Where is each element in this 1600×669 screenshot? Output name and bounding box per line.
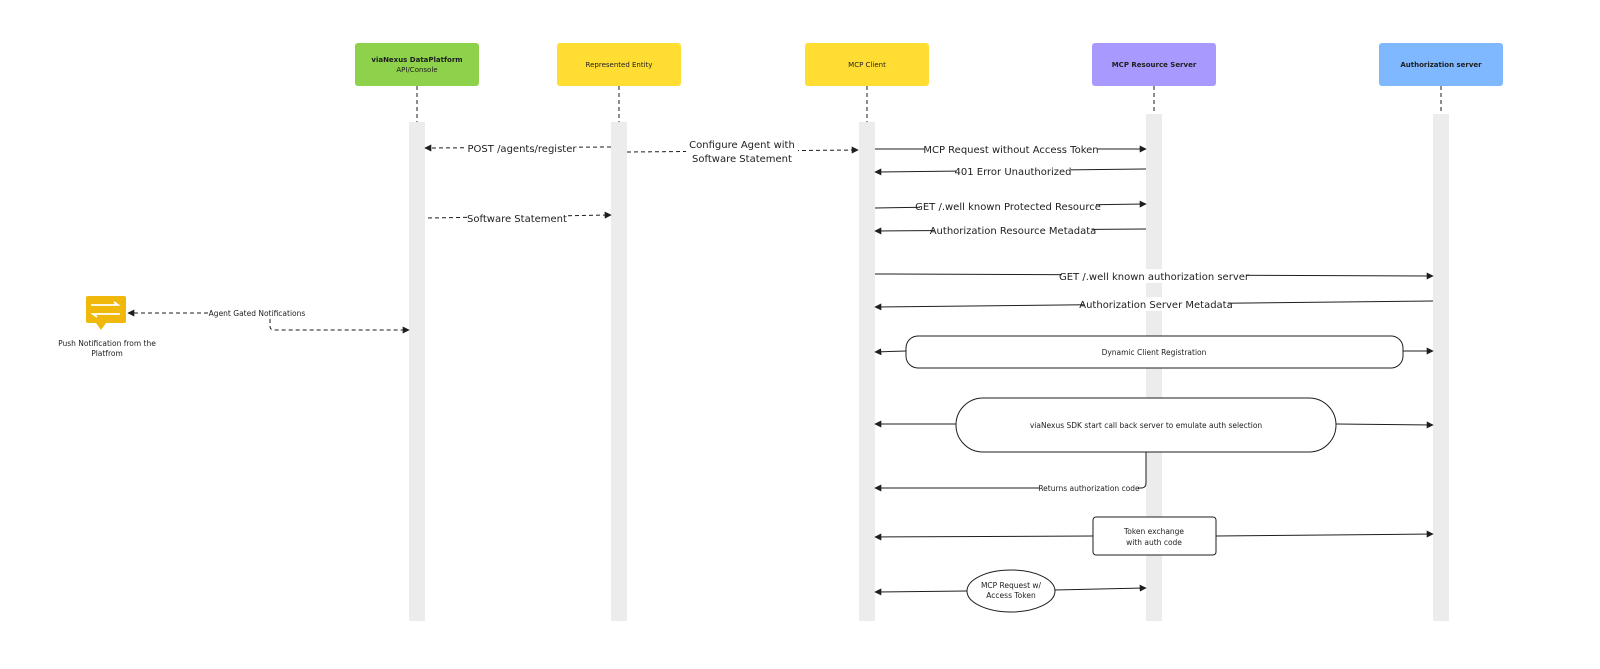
label-agent-gated-notifications: Agent Gated Notifications <box>208 307 306 319</box>
participant-mcp-client[interactable]: MCP Client <box>805 43 929 86</box>
svg-text:GET /.well known authorization: GET /.well known authorization server <box>1059 272 1250 283</box>
arrow-token-exchange-right <box>1215 530 1434 538</box>
lifeline-bar-mcp-client <box>859 122 875 621</box>
participant-box <box>557 43 681 86</box>
label-software-statement: Software Statement <box>467 210 567 225</box>
token-exchange-box: Token exchange with auth code <box>1092 516 1217 556</box>
label-get-protected-resource: GET /.well known Protected Resource <box>915 199 1101 213</box>
participant-title: Authorization server <box>1400 61 1482 69</box>
label-configure-agent: Configure Agent with Software Statement <box>686 136 798 166</box>
participant-box <box>355 43 479 86</box>
lifeline-connectors <box>416 86 1442 122</box>
participant-mcp-resource-server[interactable]: MCP Resource Server <box>1092 43 1216 86</box>
arrow-dcr-left <box>874 348 907 356</box>
participant-represented-entity[interactable]: Represented Entity <box>557 43 681 86</box>
svg-text:Access Token: Access Token <box>986 591 1036 600</box>
participant-title: MCP Client <box>848 61 886 69</box>
svg-text:GET /.well known Protected Res: GET /.well known Protected Resource <box>915 202 1101 213</box>
participant-box <box>1379 43 1503 86</box>
push-notification-icon <box>86 296 126 330</box>
svg-text:with auth code: with auth code <box>1126 538 1182 547</box>
arrow-mcp-token-left <box>874 588 968 596</box>
svg-text:Push Notification from the: Push Notification from the <box>58 339 156 348</box>
svg-text:Configure Agent with: Configure Agent with <box>689 140 795 151</box>
lifeline-bar-dataplatform <box>409 122 425 621</box>
participant-title: MCP Resource Server <box>1112 61 1197 69</box>
participant-vianexus-dataplatform[interactable]: viaNexus DataPlatform API/Console <box>355 43 479 86</box>
svg-text:401 Error Unauthorized: 401 Error Unauthorized <box>955 167 1072 178</box>
arrow-token-exchange-left <box>874 533 1094 541</box>
label-get-auth-server: GET /.well known authorization server <box>1059 269 1250 283</box>
svg-text:Authorization Resource Metadat: Authorization Resource Metadata <box>930 226 1097 237</box>
arrow-sdk-right <box>1335 421 1434 429</box>
label-auth-resource-metadata: Authorization Resource Metadata <box>930 223 1097 237</box>
participant-title: Represented Entity <box>586 61 653 69</box>
svg-text:POST /agents/register: POST /agents/register <box>468 144 578 155</box>
svg-text:Authorization Server Metadata: Authorization Server Metadata <box>1079 300 1232 311</box>
push-notification-caption: Push Notification from the Platfrom <box>58 339 156 358</box>
lifeline-bar-auth-server <box>1433 114 1449 621</box>
svg-text:MCP Request without Access Tok: MCP Request without Access Token <box>923 145 1098 156</box>
activation-bars <box>409 114 1449 621</box>
participant-authorization-server[interactable]: Authorization server <box>1379 43 1503 86</box>
sdk-callback-box: viaNexus SDK start call back server to e… <box>955 397 1337 453</box>
participant-title: viaNexus DataPlatform <box>371 56 462 64</box>
dynamic-client-registration-box: Dynamic Client Registration <box>905 335 1404 369</box>
svg-text:Software Statement: Software Statement <box>467 214 567 225</box>
label-returns-auth-code: Returns authorization code <box>1038 482 1140 494</box>
label-401: 401 Error Unauthorized <box>955 164 1072 178</box>
svg-text:Agent Gated Notifications: Agent Gated Notifications <box>209 309 306 318</box>
label-auth-server-metadata: Authorization Server Metadata <box>1079 297 1233 311</box>
svg-text:MCP Request w/: MCP Request w/ <box>981 581 1042 590</box>
svg-text:viaNexus SDK start call back s: viaNexus SDK start call back server to e… <box>1030 421 1263 430</box>
svg-text:Returns authorization code: Returns authorization code <box>1038 484 1140 493</box>
arrow-returns-auth-code <box>874 452 1147 492</box>
arrow-notification-to-platform <box>269 319 410 334</box>
participant-box <box>805 43 929 86</box>
svg-text:Software Statement: Software Statement <box>692 154 792 165</box>
lifeline-bar-represented-entity <box>611 122 627 621</box>
arrow-mcp-token-right <box>1054 584 1147 592</box>
participant-subtitle: API/Console <box>396 66 437 74</box>
label-post-register: POST /agents/register <box>467 140 577 155</box>
svg-text:Platfrom: Platfrom <box>91 349 123 358</box>
label-mcp-request-no-token: MCP Request without Access Token <box>923 142 1099 156</box>
svg-text:Token exchange: Token exchange <box>1123 527 1184 536</box>
svg-text:Dynamic Client Registration: Dynamic Client Registration <box>1102 348 1207 357</box>
mcp-request-token-ellipse: MCP Request w/ Access Token <box>966 569 1056 613</box>
participant-box <box>1092 43 1216 86</box>
